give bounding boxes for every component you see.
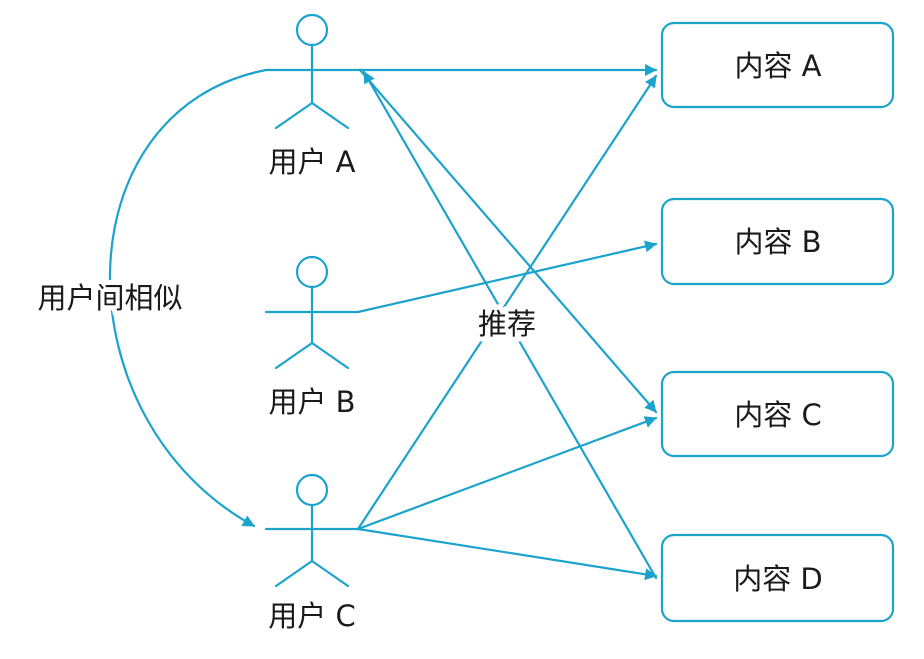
edge-recommend-d-to-user-a: [362, 70, 658, 580]
actor-user-a: [264, 13, 362, 130]
content-c-box: 内容 C: [660, 370, 895, 458]
content-b-label: 内容 B: [734, 225, 821, 259]
content-d-label: 内容 D: [733, 562, 823, 596]
recommend-label: 推荐: [478, 307, 536, 341]
content-a-label: 内容 A: [734, 49, 821, 83]
actor-user-b: [264, 255, 360, 370]
content-c-label: 内容 C: [734, 398, 821, 432]
actor-user-c: [264, 473, 360, 588]
edge-user-a-to-content-c: [358, 68, 658, 414]
user-a-label: 用户 A: [268, 145, 355, 179]
edge-user-c-to-content-c: [356, 416, 658, 531]
similarity-arc: [108, 68, 268, 528]
content-d-box: 内容 D: [660, 533, 895, 623]
edge-user-b-to-content-b: [356, 240, 658, 314]
user-c-label: 用户 C: [268, 599, 355, 633]
user-b-label: 用户 B: [268, 385, 355, 419]
content-a-box: 内容 A: [660, 21, 895, 109]
content-b-box: 内容 B: [660, 197, 895, 286]
edge-user-c-to-content-d: [356, 527, 658, 581]
edge-user-c-to-content-a: [356, 74, 658, 531]
similarity-label: 用户间相似: [37, 281, 182, 315]
